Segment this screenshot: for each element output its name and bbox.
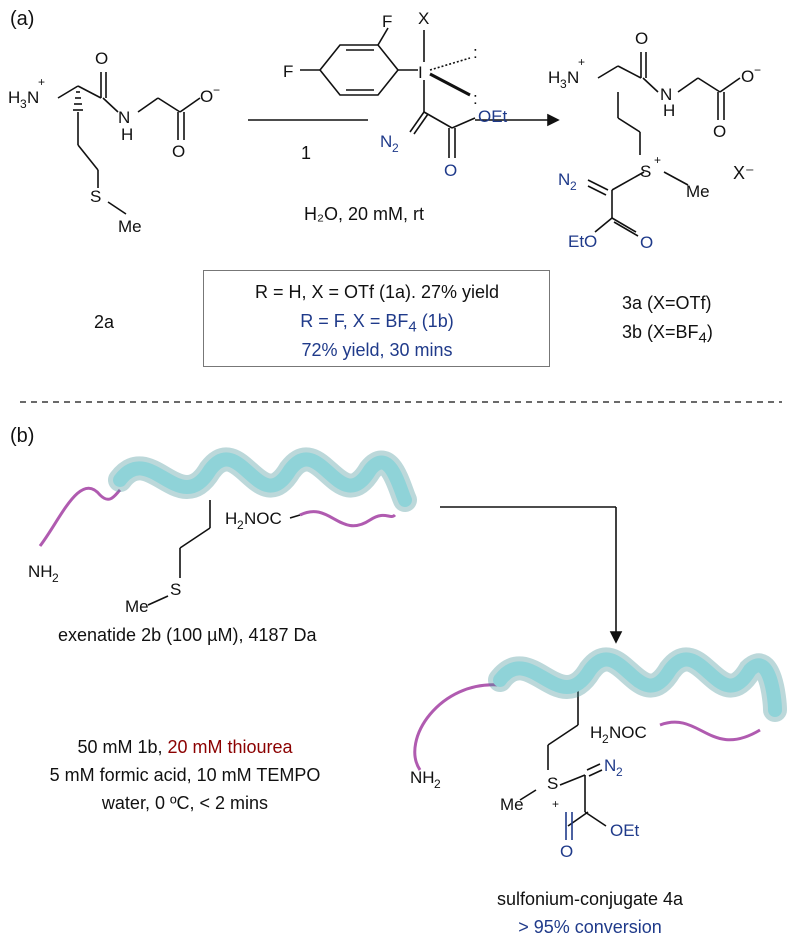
svg-text:3: 3 [560, 77, 567, 91]
product-label-3a: 3a (X=OTf) [622, 293, 712, 313]
yield-line-1b: R = F, X = BF4 (1b) [203, 311, 551, 336]
svg-text:−: − [213, 83, 220, 97]
svg-text:O: O [200, 87, 213, 106]
starting-material-label: 2a [94, 312, 115, 332]
svg-text:X: X [418, 9, 429, 28]
conversion-label: > 95% conversion [518, 917, 662, 937]
svg-text:H: H [663, 101, 675, 120]
svg-text:N: N [558, 170, 570, 189]
svg-text:N: N [567, 68, 579, 87]
yield-line-1a: R = H, X = OTf (1a). 27% yield [254, 282, 500, 302]
svg-text:NOC: NOC [609, 723, 647, 742]
svg-text:N: N [118, 108, 130, 127]
svg-text:O: O [640, 233, 653, 252]
svg-text:H: H [8, 88, 20, 107]
svg-text:H: H [548, 68, 560, 87]
product-label-3b-sub: 4 [698, 329, 707, 347]
reaction-conditions: H₂O, 20 mM, rt [304, 204, 424, 224]
svg-text:O: O [172, 142, 185, 161]
reagent-number: 1 [301, 143, 312, 163]
svg-text:O: O [444, 161, 457, 180]
yield-line-1b-suffix: (1b) [416, 311, 454, 331]
svg-text:3: 3 [20, 97, 27, 111]
helix-2b [38, 447, 417, 547]
svg-text:H: H [121, 125, 133, 144]
svg-text:I: I [418, 63, 423, 82]
svg-text:F: F [283, 62, 293, 81]
svg-text:N: N [660, 85, 672, 104]
condition-line-1-text: 50 mM 1b, [77, 737, 168, 757]
svg-text:H: H [225, 509, 237, 528]
svg-text:EtO: EtO [568, 232, 597, 251]
helix-4a [413, 647, 787, 771]
svg-text::: : [473, 89, 478, 108]
svg-text:Me: Me [500, 795, 524, 814]
svg-text:+: + [38, 75, 45, 89]
svg-text:NH: NH [410, 768, 435, 787]
svg-text:+: + [578, 55, 585, 69]
svg-text:2: 2 [602, 732, 609, 746]
svg-text:O: O [713, 122, 726, 141]
counterion: X⁻ [733, 163, 755, 183]
svg-text::: : [473, 43, 478, 62]
thiourea-text: 20 mM thiourea [167, 737, 293, 757]
yield-line-1b-prefix: R = F, X = BF [300, 311, 409, 331]
panel-a-label: (a) [10, 8, 35, 30]
svg-text:N: N [604, 756, 616, 775]
svg-text:OEt: OEt [610, 821, 640, 840]
svg-text:S: S [90, 187, 101, 206]
condition-line-2: 5 mM formic acid, 10 mM TEMPO [49, 765, 321, 785]
yield-line-1b-sub: 4 [408, 318, 417, 336]
condition-line-3: water, 0 ºC, < 2 mins [101, 793, 269, 813]
svg-text:Me: Me [118, 217, 142, 236]
svg-text:OEt: OEt [478, 107, 508, 126]
yield-box [203, 270, 550, 367]
svg-text:+: + [552, 797, 559, 811]
yield-line-1b-yield: 72% yield, 30 mins [301, 340, 453, 360]
svg-text:2: 2 [52, 571, 59, 585]
svg-text:2: 2 [237, 518, 244, 532]
svg-text:2: 2 [570, 179, 577, 193]
svg-text:Me: Me [686, 182, 710, 201]
svg-text:2: 2 [392, 141, 399, 155]
svg-text:N: N [27, 88, 39, 107]
svg-text:O: O [95, 49, 108, 68]
panel-b-label: (b) [10, 425, 35, 447]
svg-text:2: 2 [434, 777, 441, 791]
svg-text:NH: NH [28, 562, 53, 581]
product-label-3b: 3b (X=BF4) [622, 322, 713, 347]
product-label-4a: sulfonium-conjugate 4a [496, 889, 684, 909]
svg-text:−: − [754, 63, 761, 77]
svg-text:N: N [380, 132, 392, 151]
condition-line-1: 50 mM 1b, 20 mM thiourea [10, 737, 360, 758]
svg-text:O: O [635, 29, 648, 48]
svg-text:NOC: NOC [244, 509, 282, 528]
product-label-3b-suffix: ) [706, 322, 713, 342]
svg-text:+: + [654, 153, 661, 167]
svg-text:S: S [640, 162, 651, 181]
svg-text:F: F [382, 12, 392, 31]
substrate-label: exenatide 2b (100 µM), 4187 Da [58, 625, 317, 645]
product-label-3b-prefix: 3b (X=BF [622, 322, 699, 342]
svg-text:2: 2 [616, 765, 623, 779]
svg-text:O: O [741, 67, 754, 86]
svg-text:Me: Me [125, 597, 149, 616]
svg-text:O: O [560, 842, 573, 861]
svg-text:S: S [547, 774, 558, 793]
svg-text:H: H [590, 723, 602, 742]
svg-text:S: S [170, 580, 181, 599]
